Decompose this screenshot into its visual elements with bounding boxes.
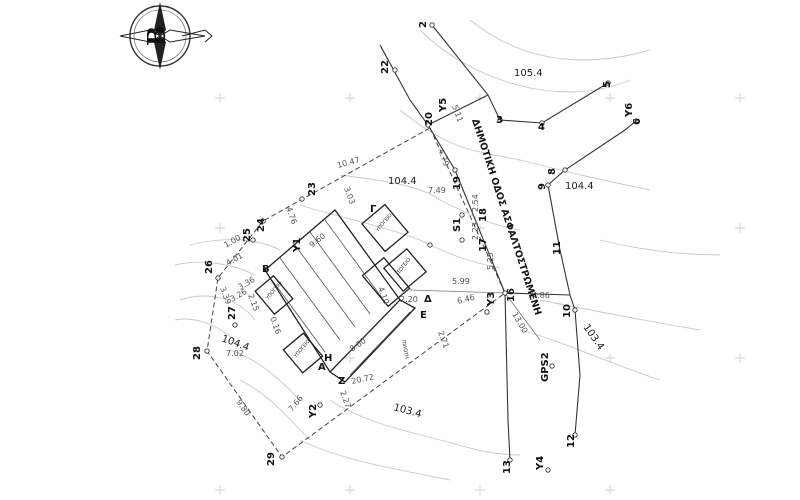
north-arrow-icon: B (119, 2, 213, 70)
label-p24: 24 (256, 218, 267, 232)
label-p5: 5 (602, 81, 613, 88)
elevation-3: 104.4 (565, 181, 594, 192)
label-y4: Y4 (535, 456, 546, 471)
label-y6: Y6 (624, 103, 635, 118)
annotation-5: ΠΙΛΟΤΗ (400, 339, 409, 359)
dim-9: 4.01 (225, 251, 245, 268)
dim-12: 3.39 (218, 286, 233, 306)
label-p17: 17 (478, 238, 489, 252)
label-p25: 25 (242, 228, 253, 242)
label-p19: 19 (452, 176, 463, 190)
dim-20: 8.60 (348, 336, 368, 354)
label-y1: Y1 (292, 238, 303, 253)
dim-24: 5.25 (486, 252, 495, 270)
dim-16: 9.80 (234, 398, 252, 418)
label-eta: H (324, 353, 332, 364)
elevation-5: 103.4 (392, 402, 423, 420)
label-zeta: Z (338, 376, 345, 387)
dim-14: 7.02 (226, 349, 244, 358)
survey-points (204, 22, 639, 473)
dim-28: 2.23 (471, 222, 480, 240)
dim-8: 1.00 (223, 233, 243, 250)
label-p9: 9 (537, 183, 548, 190)
label-beta: B (262, 264, 270, 275)
label-p6: 6 (632, 118, 643, 125)
dim-1: 5.11 (450, 104, 465, 124)
label-p20: 20 (424, 112, 435, 126)
label-p27: 27 (227, 306, 238, 320)
dim-17: 7.66 (287, 394, 305, 413)
label-s1: S1 (452, 218, 463, 232)
label-p23: 23 (307, 182, 318, 196)
grid-crosses (215, 93, 745, 495)
label-p26: 26 (204, 260, 215, 274)
label-p22: 22 (380, 60, 391, 74)
point-labels: 2 3 4 5 6 8 9 10 11 12 13 16 17 18 19 20… (192, 21, 643, 474)
label-p10: 10 (562, 304, 573, 318)
label-p11: 11 (552, 241, 563, 255)
dim-5: 7.49 (428, 186, 446, 195)
dim-4: 4.79 (436, 148, 451, 168)
building-footprint (254, 203, 428, 383)
dim-7: 9.60 (308, 232, 328, 250)
dim-2: 10.47 (336, 155, 360, 170)
dim-6: 3.03 (342, 186, 357, 206)
annotation-4: ΥΠΟΓΕΙΟ (292, 338, 311, 360)
label-p4: 4 (538, 122, 545, 133)
label-p16: 16 (506, 288, 517, 302)
label-epsilon: E (420, 310, 427, 321)
label-alpha: A (318, 362, 326, 373)
dim-27: 2.54 (471, 194, 480, 212)
elevation-1: 105.4 (514, 68, 543, 79)
contour-lines (174, 19, 721, 481)
elevation-2: 104.4 (388, 176, 417, 187)
dim-22: 6.46 (456, 293, 476, 306)
label-delta: Δ (424, 294, 432, 305)
label-gps2: GPS2 (540, 352, 551, 382)
dim-21: 2.71 (436, 330, 451, 350)
compass-letter: B (142, 26, 171, 46)
label-y5: Y5 (438, 98, 449, 113)
dim-25: 4.86 (532, 291, 550, 300)
dim-19: 20.72 (351, 372, 375, 386)
label-p3: 3 (496, 115, 503, 126)
label-p8: 8 (547, 168, 558, 175)
label-y3: Y3 (486, 292, 497, 307)
dim-29: 2.20 (400, 295, 418, 304)
label-p13: 13 (502, 460, 513, 474)
dim-3: 4.76 (284, 206, 299, 226)
survey-lines (379, 24, 637, 461)
label-p12: 12 (566, 434, 577, 448)
dim-23: 5.99 (452, 277, 470, 286)
annotation-2: ΙΣΟΓΕΙΟ (395, 257, 412, 276)
label-p18: 18 (478, 208, 489, 222)
label-gamma: Γ (370, 204, 377, 215)
elevation-6: 103.4 (581, 322, 606, 352)
label-y2: Y2 (308, 404, 319, 419)
dim-15: 0.16 (268, 316, 283, 336)
label-p28: 28 (192, 346, 203, 360)
label-p29: 29 (266, 452, 277, 466)
label-p2: 2 (418, 21, 429, 28)
